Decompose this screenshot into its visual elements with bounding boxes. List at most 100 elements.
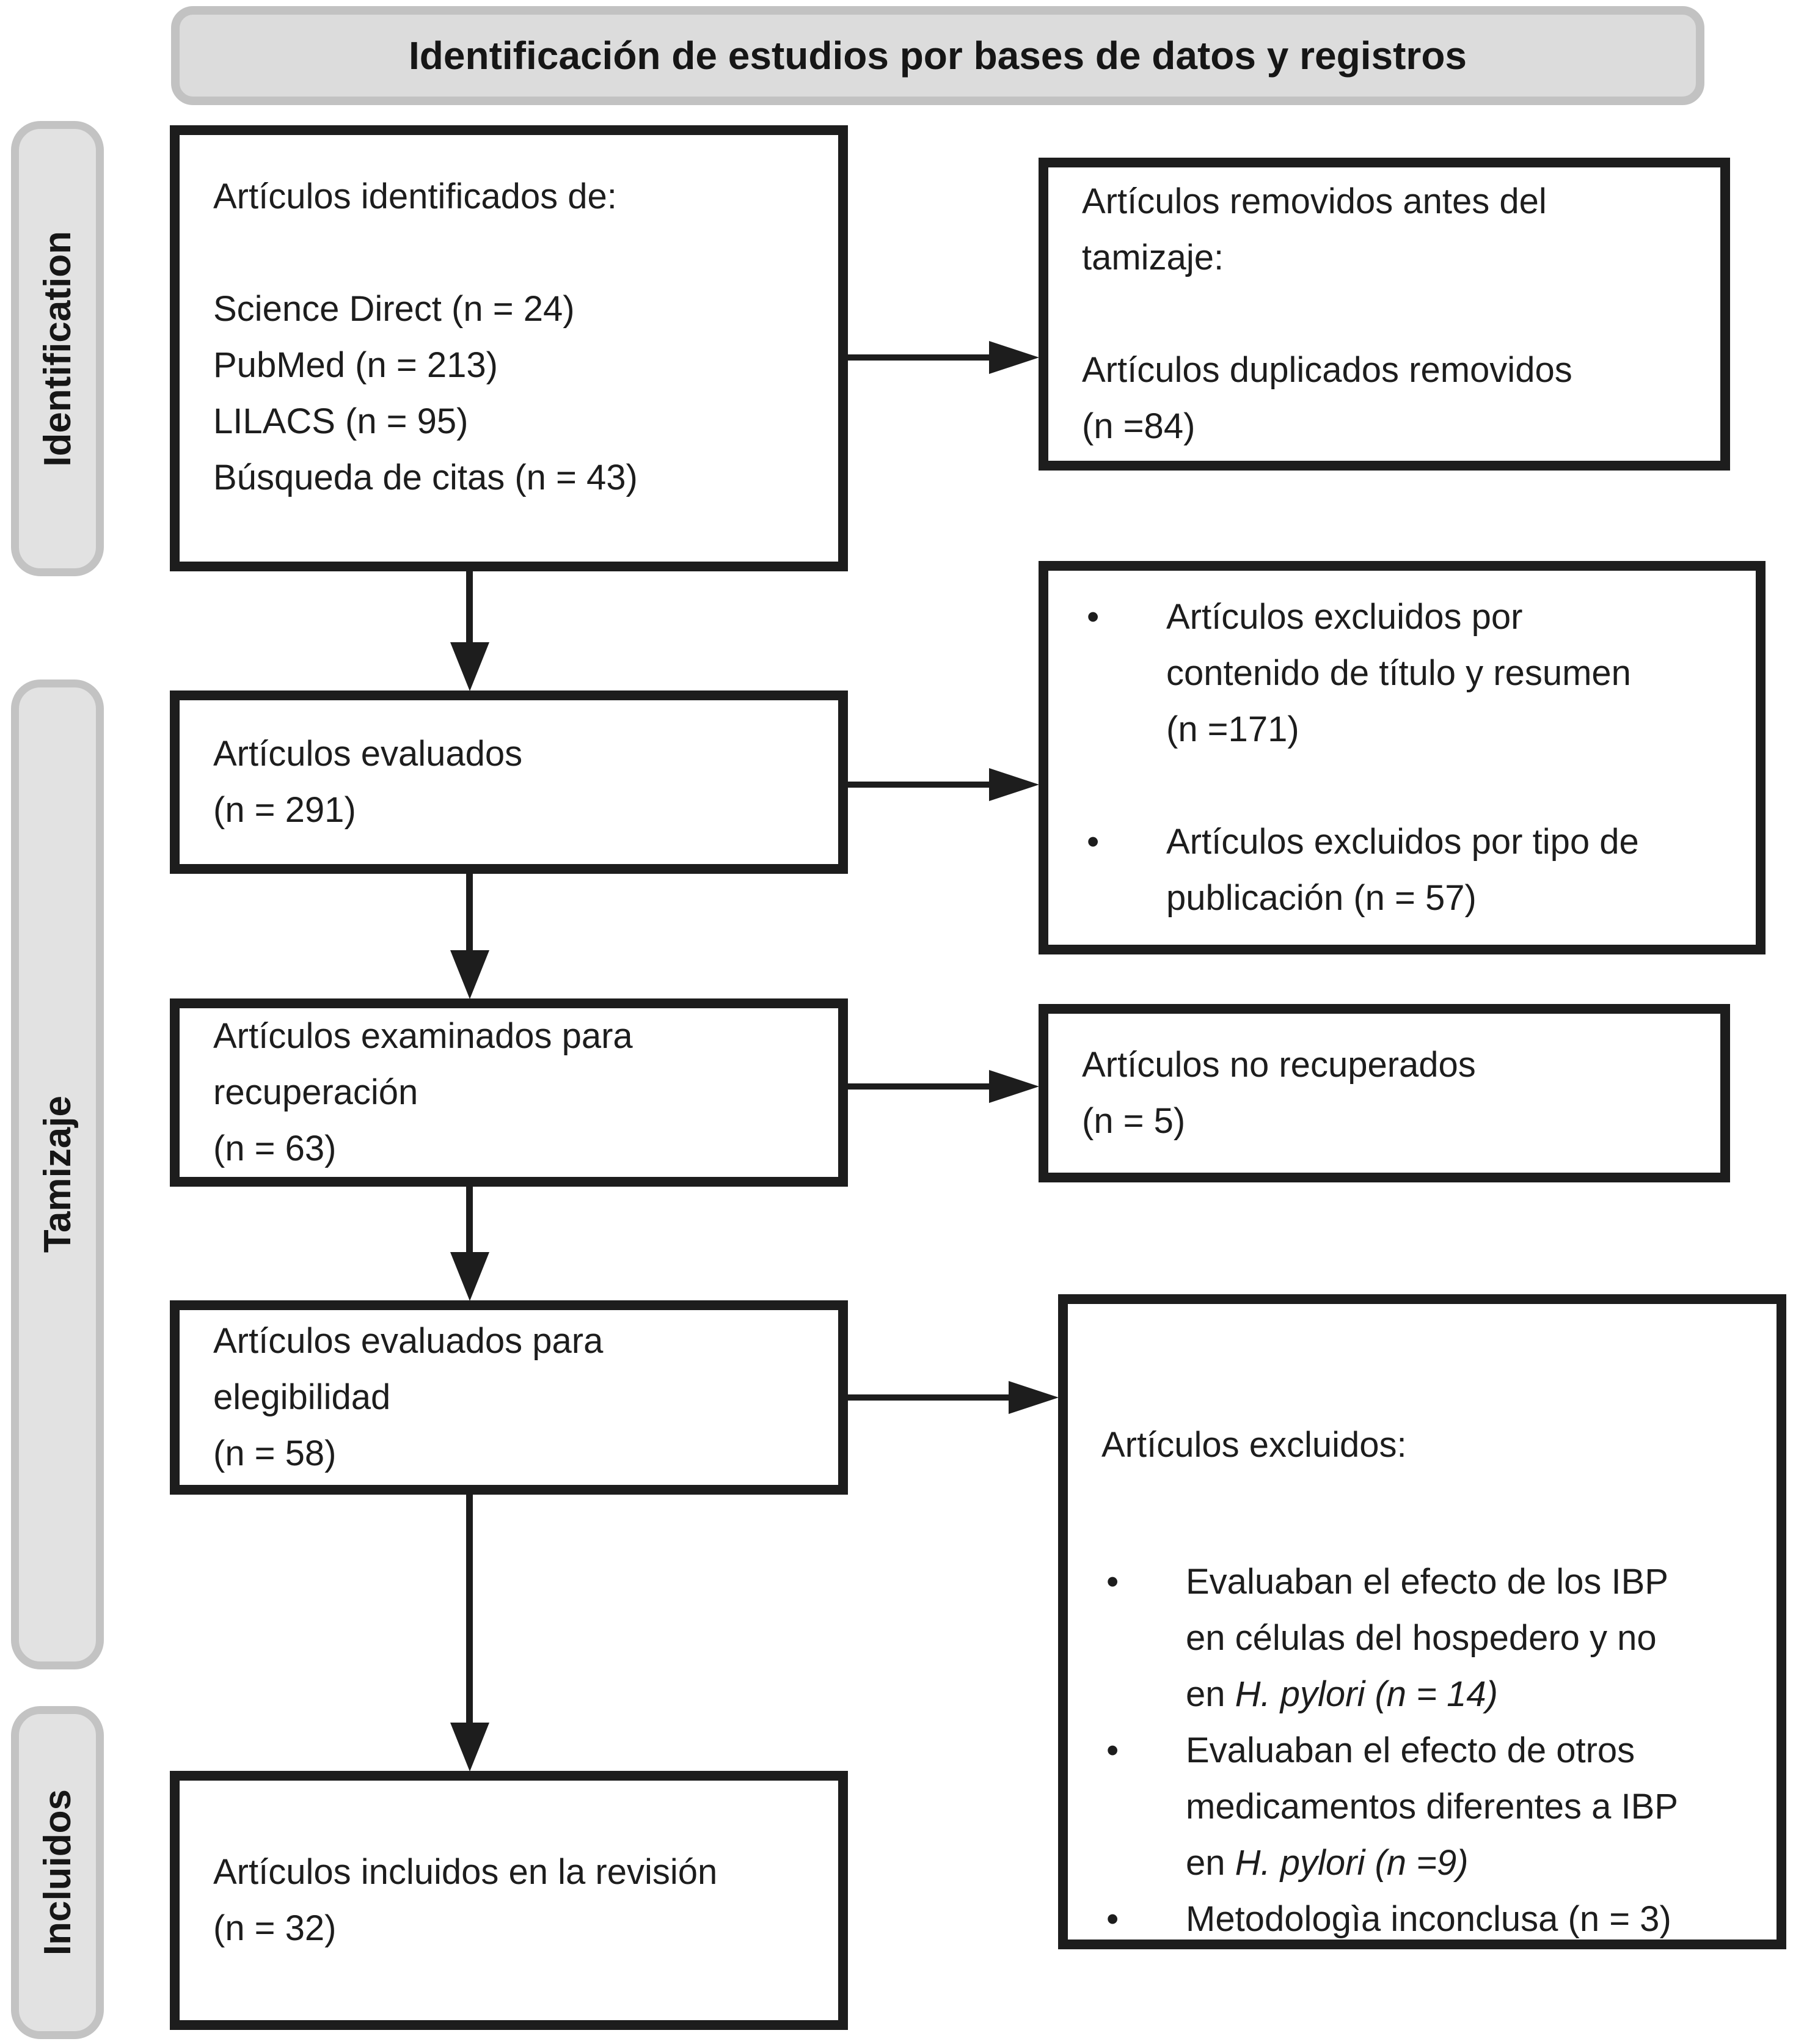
bullet-item: • Metodologìa inconclusa (n = 3): [1101, 1891, 1752, 1947]
excluded-heading: Artículos excluidos:: [1101, 1425, 1407, 1465]
text-segment: en: [1186, 1674, 1235, 1714]
text-line: Artículos duplicados removidos: [1082, 342, 1696, 398]
box-removed-before-screening: Artículos removidos antes del tamizaje: A…: [1039, 158, 1730, 471]
bullet-text: Artículos excluidos por tipo de publicaci…: [1166, 814, 1731, 926]
text-segment: contenido de título y resumen: [1166, 653, 1631, 693]
bullet-text: Artículos excluidos por contenido de títu…: [1166, 589, 1731, 758]
text-segment: (n = 63): [213, 1129, 337, 1168]
bullet-marker-icon: •: [1106, 1731, 1119, 1770]
text-segment: Metodologìa inconclusa (n = 3): [1186, 1899, 1671, 1939]
text-segment: Artículos excluidos por tipo de: [1166, 822, 1639, 862]
text-segment: (n = 291): [213, 790, 356, 830]
text-line: en H. pylori (n =9): [1186, 1835, 1752, 1891]
arrow-eligibility-to-included: [466, 1495, 473, 1723]
arrow-identified-to-removed: [848, 354, 990, 361]
box-identified: Artículos identificados de: Science Dire…: [170, 125, 848, 571]
text-segment: Artículos evaluados: [213, 734, 523, 774]
stage-tab-incluidos: Incluidos: [11, 1706, 104, 2039]
text-segment: LILACS (n = 95): [213, 401, 469, 441]
text-line: Artículos incluidos en la revisión: [213, 1844, 814, 1900]
text-segment: Artículos duplicados removidos: [1082, 350, 1572, 390]
arrow-sought-to-not-retrieved: [848, 1083, 990, 1090]
text-segment: (n = 58): [213, 1434, 337, 1473]
box-assessed-eligibility: Artículos evaluados para elegibilidad (n =…: [170, 1300, 848, 1495]
box-not-retrieved: Artículos no recuperados (n = 5): [1039, 1004, 1730, 1182]
box-included: Artículos incluidos en la revisión (n = 3…: [170, 1771, 848, 2030]
text-line: en células del hospedero y no: [1186, 1610, 1752, 1666]
text-segment: en células del hospedero y no: [1186, 1618, 1657, 1658]
text-line: Evaluaban el efecto de los IBP: [1186, 1554, 1752, 1610]
text-segment: (n =84): [1082, 406, 1196, 446]
text-segment: Artículos removidos antes del: [1082, 181, 1547, 221]
text-segment: Artículos incluidos en la revisión: [213, 1852, 718, 1892]
text-segment: Búsqueda de citas (n = 43): [213, 458, 638, 497]
text-line: (n = 291): [213, 782, 814, 838]
text-segment: en: [1186, 1843, 1235, 1883]
text-segment: Artículos identificados de:: [213, 177, 617, 216]
bullet-item: • Evaluaban el efecto de los IBP en célula…: [1101, 1554, 1752, 1723]
text-segment: (n = 5): [1082, 1101, 1186, 1141]
diagram-title: Identificación de estudios por bases de …: [171, 6, 1704, 105]
text-line: (n = 63): [213, 1121, 814, 1177]
text-segment: Artículos examinados para: [213, 1016, 633, 1056]
text-line: [213, 225, 814, 281]
text-line: publicación (n = 57): [1166, 870, 1731, 926]
bullet-marker-icon: •: [1087, 597, 1100, 637]
stage-label-identification: Identification: [36, 230, 79, 467]
text-line: Artículos removidos antes del: [1082, 174, 1696, 230]
text-segment: medicamentos diferentes a IBP: [1186, 1787, 1678, 1826]
arrow-screened-to-excluded: [848, 782, 990, 788]
text-line: Science Direct (n = 24): [213, 281, 814, 337]
italic-text: H. pylori (n =9): [1235, 1843, 1469, 1883]
stage-label-incluidos: Incluidos: [36, 1789, 79, 1956]
text-segment: tamizaje:: [1082, 238, 1224, 277]
text-line: Artículos no recuperados: [1082, 1037, 1696, 1093]
arrow-screened-to-sought: [466, 874, 473, 951]
stage-label-tamizaje: Tamizaje: [36, 1096, 79, 1253]
text-line: Búsqueda de citas (n = 43): [213, 450, 814, 506]
text-line: contenido de título y resumen: [1166, 645, 1731, 701]
text-line: Artículos identificados de:: [213, 169, 814, 225]
text-segment: Artículos excluidos por: [1166, 597, 1523, 637]
text-segment: Evaluaban el efecto de otros: [1186, 1731, 1635, 1770]
text-line: Metodologìa inconclusa (n = 3): [1186, 1891, 1752, 1947]
text-line: elegibilidad: [213, 1369, 814, 1426]
box-excluded-screening: • Artículos excluidos por contenido de tít…: [1039, 561, 1766, 954]
text-line: (n = 5): [1082, 1093, 1696, 1149]
excluded-bullet-list: • Evaluaban el efecto de los IBP en célula…: [1101, 1554, 1752, 1947]
box-screened: Artículos evaluados (n = 291): [170, 690, 848, 874]
italic-text: H. pylori (n = 14): [1235, 1674, 1498, 1714]
stage-tab-tamizaje: Tamizaje: [11, 680, 104, 1669]
text-line: (n = 32): [213, 1900, 814, 1957]
text-line: Artículos evaluados: [213, 726, 814, 782]
bullet-text: Metodologìa inconclusa (n = 3): [1186, 1891, 1752, 1947]
diagram-title-text: Identificación de estudios por bases de …: [409, 34, 1467, 78]
bullet-marker-icon: •: [1087, 822, 1100, 862]
text-segment: Artículos evaluados para: [213, 1321, 604, 1361]
text-line: Artículos examinados para: [213, 1008, 814, 1064]
text-line: (n =171): [1166, 701, 1731, 758]
text-segment: Science Direct (n = 24): [213, 289, 575, 329]
bullet-text: Evaluaban el efecto de los IBP en células…: [1186, 1554, 1752, 1723]
text-segment: publicación (n = 57): [1166, 878, 1477, 918]
text-line: (n =84): [1082, 398, 1696, 455]
text-line: LILACS (n = 95): [213, 394, 814, 450]
arrow-identified-to-screened: [466, 571, 473, 643]
text-line: (n = 58): [213, 1426, 814, 1482]
arrow-eligibility-to-excluded: [848, 1394, 1009, 1401]
text-line: tamizaje:: [1082, 230, 1696, 286]
text-line: [1082, 286, 1696, 342]
box-sought-retrieval: Artículos examinados para recuperación (n …: [170, 998, 848, 1187]
bullet-marker-icon: •: [1106, 1899, 1119, 1939]
bullet-marker-icon: •: [1106, 1562, 1119, 1602]
text-line: Artículos excluidos por tipo de: [1166, 814, 1731, 870]
arrow-sought-to-eligibility: [466, 1187, 473, 1253]
text-line: Artículos evaluados para: [213, 1313, 814, 1369]
text-line: recuperación: [213, 1064, 814, 1121]
bullet-item: • Artículos excluidos por contenido de tít…: [1082, 589, 1731, 758]
bullet-item: • Artículos excluidos por tipo de publicac…: [1082, 814, 1731, 926]
bullet-text: Evaluaban el efecto de otros medicamentos…: [1186, 1723, 1752, 1891]
text-line: Evaluaban el efecto de otros: [1186, 1723, 1752, 1779]
text-segment: (n =171): [1166, 709, 1299, 749]
text-segment: PubMed (n = 213): [213, 345, 498, 385]
